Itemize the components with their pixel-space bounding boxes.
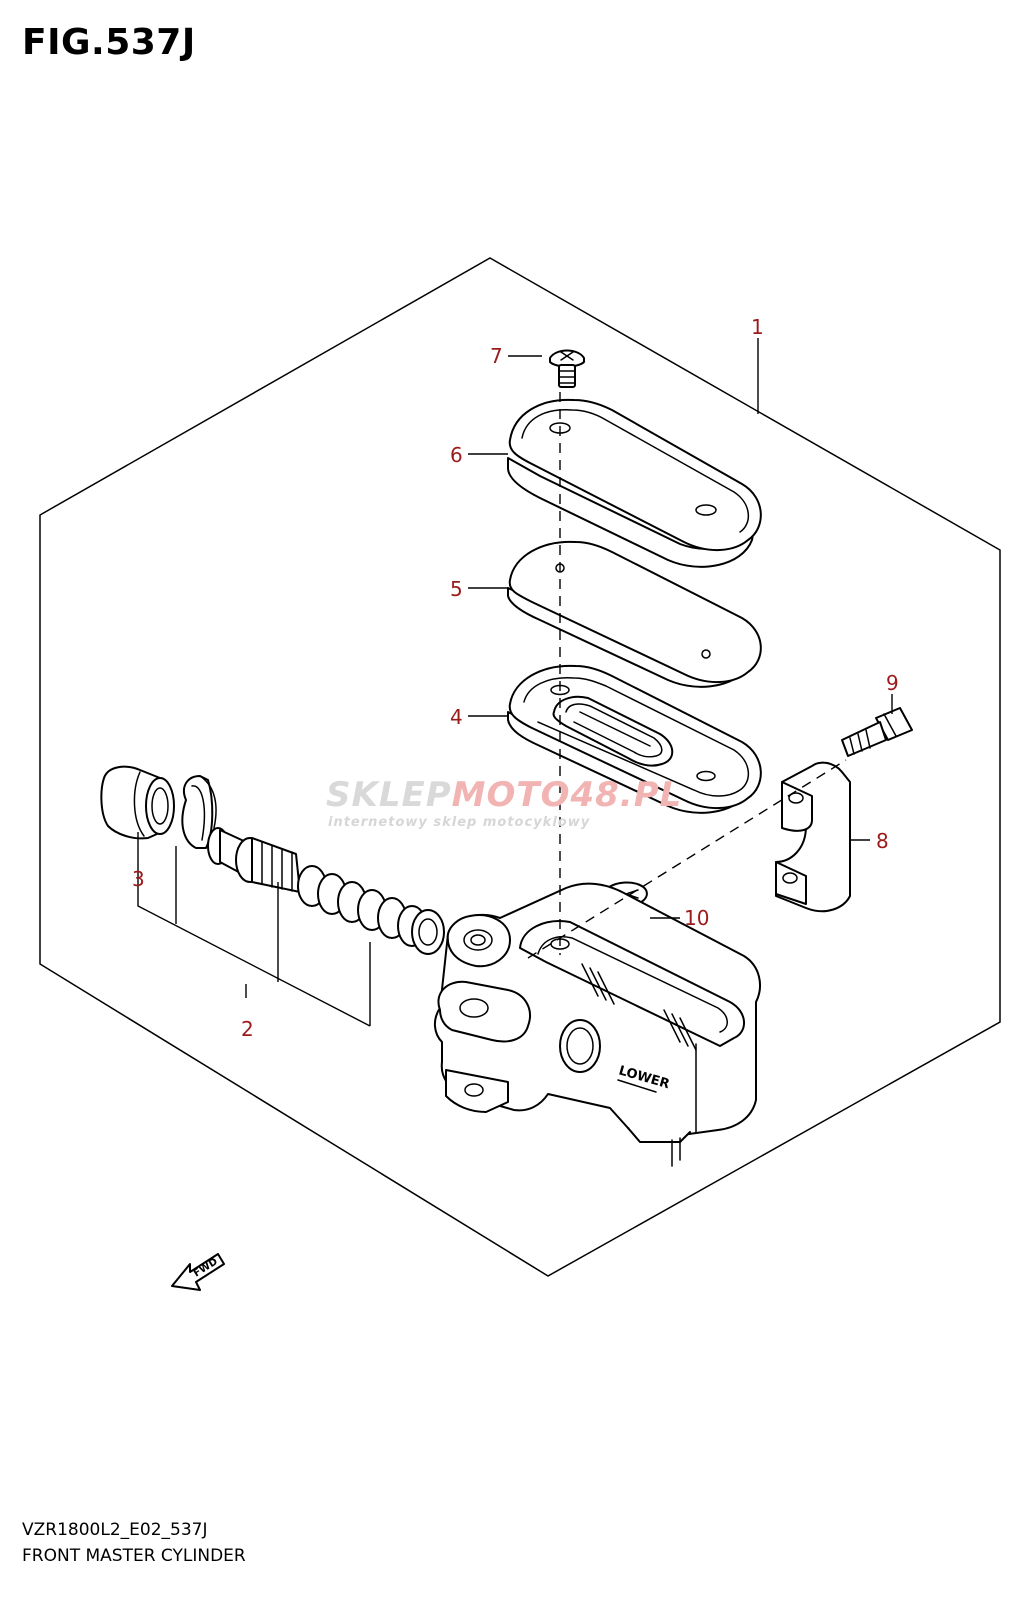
part-7-screw[interactable] [549, 349, 585, 388]
callout-2[interactable]: 2 [241, 1017, 254, 1041]
part-3-boot[interactable] [100, 765, 175, 840]
watermark-brand-accent: MOTO48.PL [452, 775, 683, 815]
part-9-bolt[interactable] [841, 707, 913, 757]
watermark: SKLEPMOTO48.PL internetowy sklep motocyk… [326, 775, 682, 830]
part-8-clamp[interactable] [775, 761, 851, 913]
callout-1[interactable]: 1 [751, 315, 764, 339]
watermark-tagline: internetowy sklep motocyklowy [328, 815, 590, 830]
callout-4[interactable]: 4 [450, 705, 463, 729]
svg-text:SKLEPMOTO48.PL: SKLEPMOTO48.PL [326, 775, 682, 815]
master-cylinder-body[interactable]: LOWER [434, 882, 761, 1167]
centerline-clamp [527, 759, 847, 959]
callout-9[interactable]: 9 [886, 671, 899, 695]
part-4-diaphragm[interactable] [507, 664, 762, 814]
part-6-reservoir-cap[interactable] [507, 398, 762, 568]
callout-3[interactable]: 3 [132, 867, 145, 891]
figure-code: VZR1800L2_E02_537J [22, 1520, 208, 1540]
figure-title: FIG.537J [22, 22, 196, 63]
watermark-brand-plain: SKLEP [326, 775, 452, 815]
figure-name: FRONT MASTER CYLINDER [22, 1546, 246, 1566]
assembly-boundary [39, 257, 1001, 1277]
callout-6[interactable]: 6 [450, 443, 463, 467]
part-2-piston-spring[interactable] [181, 775, 445, 955]
callout-7[interactable]: 7 [490, 344, 503, 368]
callout-10[interactable]: 10 [684, 906, 709, 930]
part-2-bracket [137, 846, 371, 1027]
part-5-diaphragm-plate[interactable] [507, 540, 762, 688]
callout-8[interactable]: 8 [876, 829, 889, 853]
callout-5[interactable]: 5 [450, 577, 463, 601]
fwd-direction-arrow: FWD [171, 1253, 225, 1291]
